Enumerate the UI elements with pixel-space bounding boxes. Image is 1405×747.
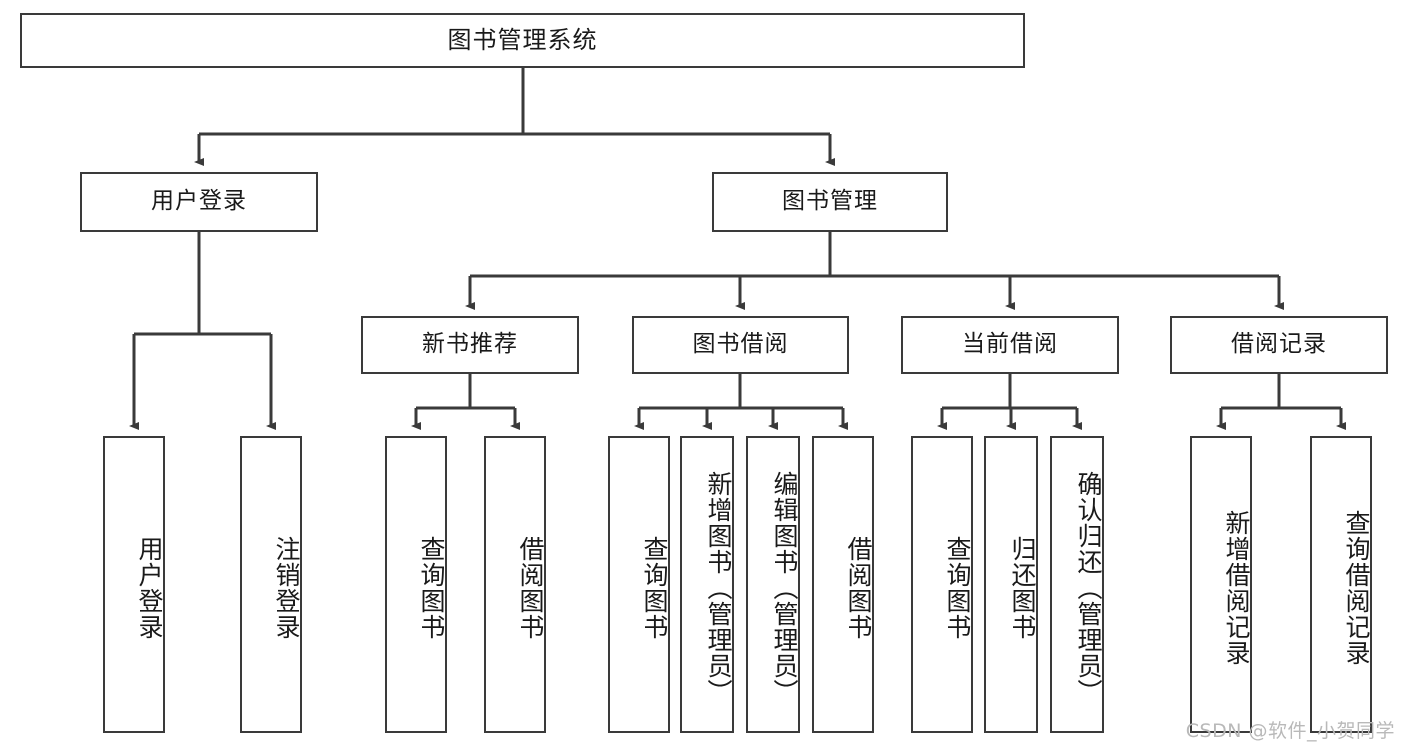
node-level1-book-management[interactable]: 图书管理 — [712, 172, 948, 232]
node-level2-current-borrow[interactable]: 当前借阅 — [901, 316, 1119, 374]
node-level1-user-login[interactable]: 用户登录 — [80, 172, 318, 232]
node-level2-book-borrow[interactable]: 图书借阅 — [632, 316, 849, 374]
leaf-user-login[interactable]: 用户登录 — [103, 436, 165, 733]
leaf-query-borrow-record[interactable]: 查询借阅记录 — [1310, 436, 1372, 733]
leaf-return-book[interactable]: 归还图书 — [984, 436, 1038, 733]
node-level2-new-book-recommend[interactable]: 新书推荐 — [361, 316, 579, 374]
node-root[interactable]: 图书管理系统 — [20, 13, 1025, 68]
leaf-edit-book-admin[interactable]: 编辑图书（管理员） — [746, 436, 800, 733]
node-level2-borrow-record[interactable]: 借阅记录 — [1170, 316, 1388, 374]
leaf-confirm-return-admin[interactable]: 确认归还（管理员） — [1050, 436, 1104, 733]
leaf-add-borrow-record[interactable]: 新增借阅记录 — [1190, 436, 1252, 733]
leaf-logout[interactable]: 注销登录 — [240, 436, 302, 733]
leaf-query-book-current[interactable]: 查询图书 — [911, 436, 973, 733]
leaf-borrow-book[interactable]: 借阅图书 — [812, 436, 874, 733]
leaf-add-book-admin[interactable]: 新增图书（管理员） — [680, 436, 734, 733]
leaf-query-book-recommend[interactable]: 查询图书 — [385, 436, 447, 733]
leaf-borrow-book-recommend[interactable]: 借阅图书 — [484, 436, 546, 733]
csdn-watermark: CSDN @软件_小贺同学 — [1185, 720, 1395, 742]
leaf-query-book-borrow[interactable]: 查询图书 — [608, 436, 670, 733]
